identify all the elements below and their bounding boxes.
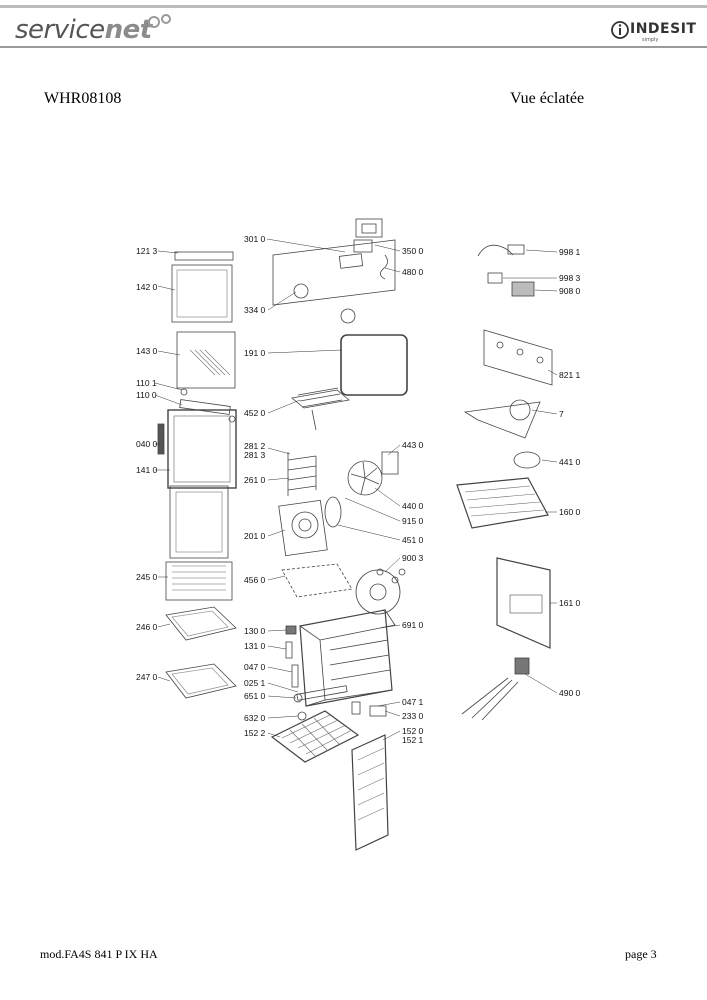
part-label: 451 0 [402,535,424,545]
part-label: 160 0 [559,507,581,517]
part-label: 245 0 [136,572,158,582]
part-label: 130 0 [244,626,266,636]
part-label: 490 0 [559,688,581,698]
part-label: 998 3 [559,273,581,283]
page-number: page 3 [625,947,657,961]
header-rule-bottom [0,46,707,48]
part-label: 047 1 [402,697,424,707]
gear-icon [148,14,171,28]
part-label: 334 0 [244,305,266,315]
grill-element [291,389,350,409]
part-label: 998 1 [559,247,581,257]
terminal-block [514,657,530,675]
part-label: 915 0 [402,516,424,526]
part-label: 821 1 [559,370,581,380]
side-rack [287,452,317,496]
part-label: 7 [559,409,564,419]
part-label: 651 0 [244,691,266,701]
part-label: 110 0 [136,390,157,400]
door-top-profile [174,251,234,261]
part-label: 025 1 [244,678,266,688]
rear-cover [355,569,401,615]
part-label: 121 3 [136,246,158,256]
knob [293,283,309,299]
indesit-tagline: simply [642,37,659,43]
top-panel [456,477,549,529]
part-label: 480 0 [402,267,424,277]
logo-text-service: service [15,15,105,45]
knob [340,308,356,324]
door-inner-panel [169,485,229,559]
part-label: 350 0 [402,246,424,256]
electronic-module [511,281,535,297]
fan-motor [381,451,399,475]
part-labels: 121 3 142 0 143 0 110 1 110 0 040 0 141 … [136,234,581,745]
hinge-part [180,388,188,396]
cooling-fan [513,451,541,469]
part-label: 281 3 [244,450,266,460]
part-label: 691 0 [402,620,424,630]
part-label: 441 0 [559,457,581,467]
part-label: 900 3 [402,553,424,563]
part-label: 152 0 [402,726,424,736]
side-panel [351,734,389,851]
part-label: 233 0 [402,711,424,721]
indesit-i-icon [611,21,629,39]
grill-rack [165,561,233,601]
part-label: 131 0 [244,641,266,651]
part-label: 047 0 [244,662,266,672]
part-label: 110 1 [136,378,157,388]
part-label: 440 0 [402,501,424,511]
model-number: WHR08108 [44,90,122,107]
part-label: 191 0 [244,348,266,358]
part-label: 246 0 [136,622,158,632]
part-label: 456 0 [244,575,266,585]
view-title: Vue éclatée [510,90,585,107]
part-label: 152 1 [402,735,424,745]
part-label: 452 0 [244,408,266,418]
servicenet-logo: servicenet [15,15,152,45]
fan-blade [347,460,383,496]
circular-element [281,563,353,598]
baking-tray [165,606,237,641]
header-rule-top [0,5,707,8]
part-label: 261 0 [244,475,266,485]
door-frame [167,409,237,489]
back-panel [496,557,551,649]
door-profile [179,399,231,415]
part-label: 301 0 [244,234,266,244]
part-label: 281 2 [244,441,266,451]
footer-model-ref: mod.FA4S 841 P IX HA [40,947,158,961]
part-label: 161 0 [559,598,581,608]
fan-duct [463,401,541,439]
control-board [483,329,553,386]
door-handle-bracket [157,423,165,455]
clock-module [355,218,383,238]
part-label: 443 0 [402,440,424,450]
part-label: 201 0 [244,531,266,541]
part-label: 152 2 [244,728,266,738]
part-label: 040 0 [136,439,158,449]
rear-panel [278,499,328,557]
header-bar: servicenet INDESIT simply [0,0,707,50]
inner-glass [176,331,236,389]
wiring-harness [461,677,519,721]
oven-door-gasket [340,334,408,396]
oven-rack [270,710,360,763]
part-label: 632 0 [244,713,266,723]
indesit-logo-text: INDESIT [630,21,697,37]
logo-text-net: net [104,15,153,45]
fan-element-ring [324,496,342,528]
drip-tray [165,663,237,699]
outer-glass [171,264,233,323]
part-label: 143 0 [136,346,158,356]
part-label: 141 0 [136,465,158,475]
part-label: 247 0 [136,672,158,682]
switch-module [487,272,503,284]
part-label: 142 0 [136,282,158,292]
part-label: 908 0 [559,286,581,296]
